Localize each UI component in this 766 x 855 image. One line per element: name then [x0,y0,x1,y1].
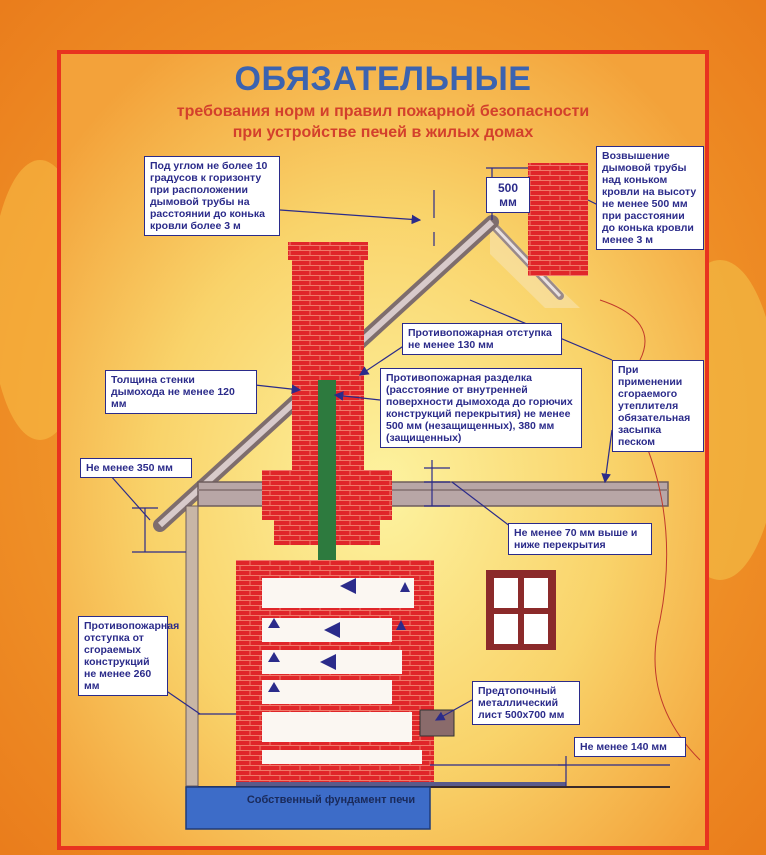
note-setback-260: Противопожарная отступка от сгораемых ко… [78,616,179,696]
stove [236,560,455,788]
wooden-wall [185,505,199,787]
note-partition: Противопожарная разделка (расстояние от … [380,368,582,448]
note-roof-angle: Под углом не более 10 градусов к горизон… [144,156,280,236]
upper-chimney [528,163,588,276]
note-min-350: Не менее 350 мм [80,458,192,478]
note-wall-thickness: Толщина стенки дымохода не менее 120 мм [105,370,257,414]
foundation-label: Собственный фундамент печи [246,794,416,806]
leader-curve-2 [599,299,646,361]
metal-sheet [236,782,566,787]
note-setback-130: Противопожарная отступка не менее 130 мм [402,323,562,355]
note-min-70: Не менее 70 мм выше и ниже перекрытия [508,523,652,555]
note-insulation: При применении сгораемого утеплителя обя… [612,360,704,452]
note-chimney-rise: Возвышение дымовой трубы над коньком кро… [596,146,704,250]
leader-curve [639,429,701,761]
poster-subtitle-line1: требования норм и правил пожарной безопа… [176,103,590,120]
note-metal-sheet: Предтопочный металлический лист 500х700 … [472,681,580,725]
chimney [262,242,392,560]
window [486,570,556,650]
poster-title: ОБЯЗАТЕЛЬНЫЕ [234,60,532,98]
note-height-500: 500 мм [486,177,530,213]
note-min-140: Не менее 140 мм [574,737,686,757]
stove-foundation [185,786,431,830]
poster-frame [57,50,709,850]
poster-subtitle-line2: при устройстве печей в жилых домах [232,124,534,141]
